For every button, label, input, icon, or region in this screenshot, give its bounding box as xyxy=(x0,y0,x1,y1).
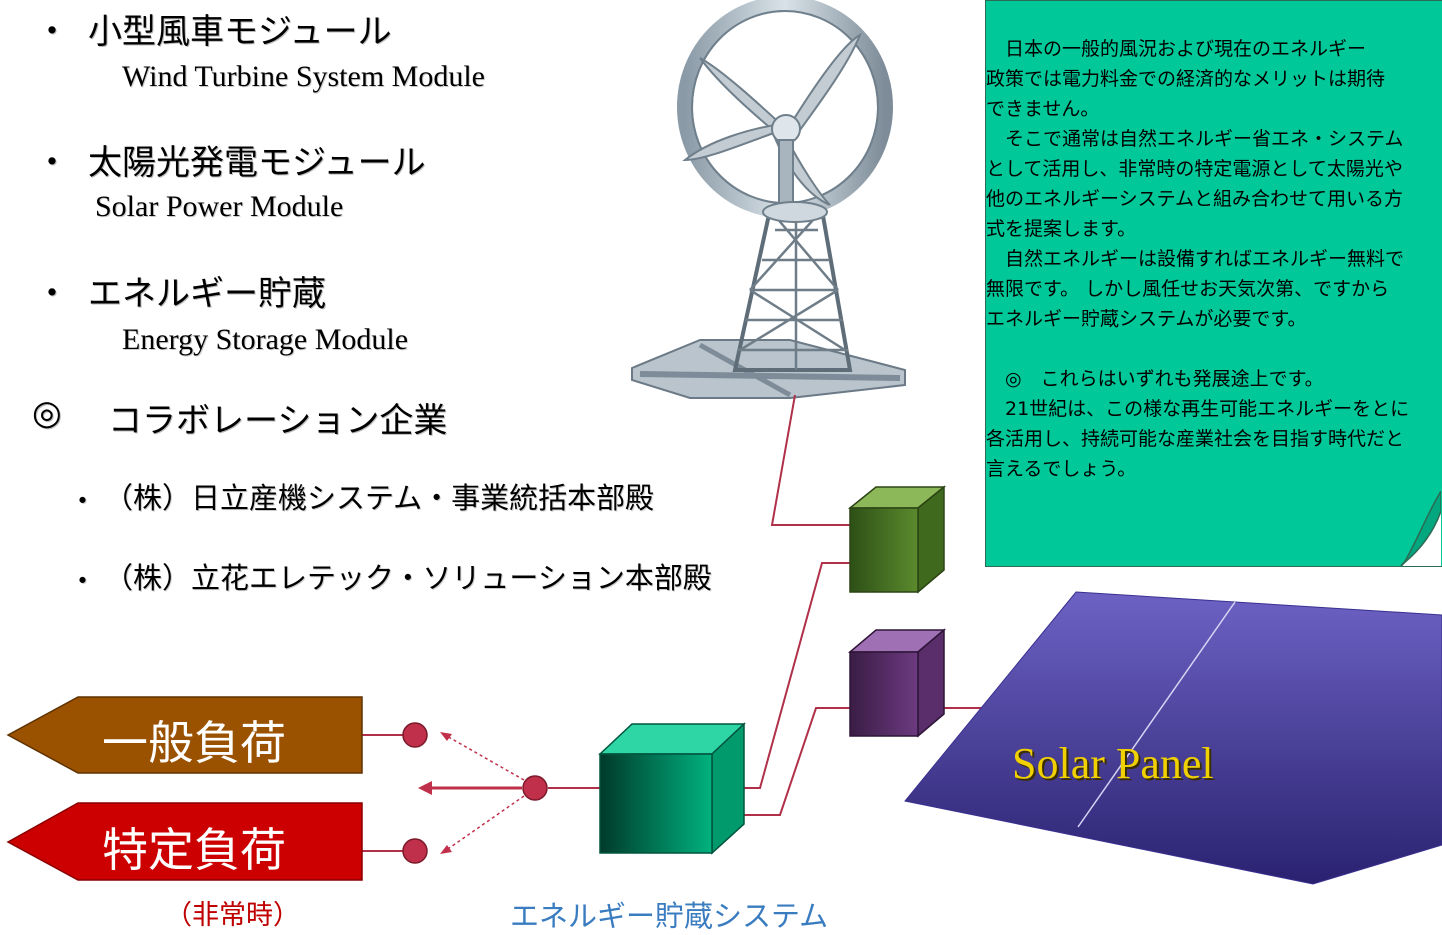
note-line: そこで通常は自然エネルギー省エネ・システム xyxy=(986,128,1404,150)
solar-module-subtitle: Solar Power Module xyxy=(95,190,344,223)
solar-panel-label: Solar Panel xyxy=(1012,739,1214,788)
purple-to-storage-line xyxy=(742,707,850,816)
storage-module-title: エネルギー貯蔵 xyxy=(88,274,326,314)
note-line: 無限です。 しかし風任せお天気次第、ですから xyxy=(986,278,1390,300)
note-line: 政策では電力料金での経済的なメリットは期待 xyxy=(986,68,1386,90)
switch-node xyxy=(522,775,548,801)
collab-title: コラボレーション企業 xyxy=(108,401,448,441)
company-tachibana: （株）立花エレテック・ソリューション本部殿 xyxy=(104,561,712,595)
bullet-marker: ・ xyxy=(35,274,69,314)
note-line: ◎ これらはいずれも発展途上です。 xyxy=(986,368,1324,390)
wind-module-title: 小型風車モジュール xyxy=(88,12,392,52)
company-marker: ・ xyxy=(68,564,98,598)
storage-system-label: エネルギー貯蔵システム xyxy=(510,899,829,933)
note-line: 他のエネルギーシステムと組み合わせて用いる方 xyxy=(986,188,1404,210)
specific-load-node xyxy=(402,838,428,864)
collab-marker: ◎ xyxy=(32,393,62,433)
note-line: として活用し、非常時の特定電源として太陽光や xyxy=(986,158,1403,180)
energy-storage-box xyxy=(598,722,746,855)
emergency-label: （非常時） xyxy=(165,900,300,931)
wind-module-subtitle: Wind Turbine System Module xyxy=(122,60,485,93)
general-load-node xyxy=(402,722,428,748)
turbine-hub xyxy=(771,114,801,144)
panel-divider xyxy=(1077,601,1236,828)
general-load-label: 一般負荷 xyxy=(102,716,286,770)
specific-load-arrow xyxy=(6,802,363,881)
green-to-storage-line xyxy=(742,562,850,789)
note-line: 各活用し、持続可能な産業社会を目指す時代だと xyxy=(986,428,1405,450)
wind-turbine-illustration xyxy=(631,0,906,399)
arrow-to-specific xyxy=(444,795,525,852)
note-line: 式を提案します。 xyxy=(986,218,1137,240)
solar-module-title: 太陽光発電モジュール xyxy=(88,143,426,183)
note-line: エネルギー貯蔵システムが必要です。 xyxy=(986,308,1307,330)
note-line: 21世紀は、この様な再生可能エネルギーをとに xyxy=(986,398,1410,420)
explanation-note: 日本の一般的風況および現在のエネルギー 政策では電力料金での経済的なメリットは期… xyxy=(985,0,1442,567)
wind-controller-box xyxy=(847,485,947,594)
note-line: 日本の一般的風況および現在のエネルギー xyxy=(986,38,1367,60)
solar-controller-box xyxy=(847,628,947,738)
note-line: 自然エネルギーは設備すればエネルギー無料で xyxy=(986,248,1405,270)
solar-panel xyxy=(904,591,1442,885)
note-line: できません。 xyxy=(986,98,1100,120)
tower-lattice xyxy=(738,209,848,370)
specific-load-label: 特定負荷 xyxy=(102,823,286,877)
note-curl-icon xyxy=(1400,491,1441,566)
arrow-to-general xyxy=(444,734,525,781)
company-hitachi: （株）日立産機システム・事業統括本部殿 xyxy=(104,481,655,515)
arrow-head-general xyxy=(440,732,452,741)
bullet-marker: ・ xyxy=(35,143,69,183)
turbine-mast xyxy=(778,139,794,211)
note-line: 言えるでしょう。 xyxy=(986,458,1137,480)
turbine-yaw-ring xyxy=(762,201,828,223)
arrow-head-specific xyxy=(440,845,452,854)
bullet-marker: ・ xyxy=(35,12,69,52)
arrow-main-head xyxy=(418,781,432,795)
switch-arrows xyxy=(444,734,525,852)
general-load-arrow xyxy=(6,696,363,774)
turbine-to-green-line xyxy=(770,394,850,526)
company-marker: ・ xyxy=(68,484,98,518)
tower-base-beam xyxy=(639,371,901,381)
storage-module-subtitle: Energy Storage Module xyxy=(122,323,409,356)
